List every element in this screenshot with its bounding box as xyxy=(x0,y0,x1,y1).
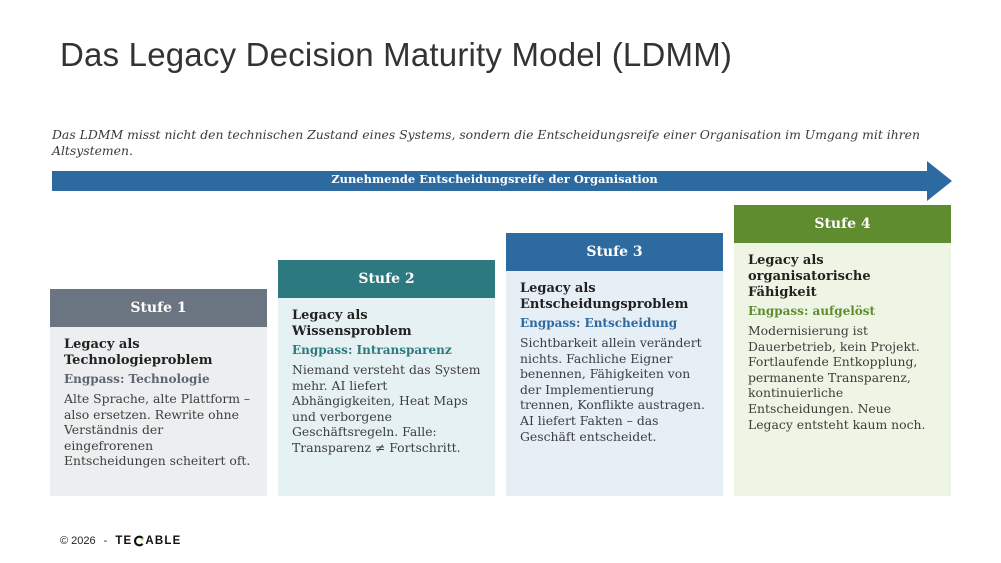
slide-title: Das Legacy Decision Maturity Model (LDMM… xyxy=(60,36,733,73)
stage-3-card: Stufe 3 Legacy als Entscheidungsproblem … xyxy=(506,233,723,496)
stage-2-bottleneck: Engpass: Intransparenz xyxy=(292,343,452,357)
stage-1-header: Stufe 1 xyxy=(50,289,267,327)
logo-text-left: TE xyxy=(115,535,133,547)
maturity-arrow xyxy=(52,161,952,201)
stage-2-title: Legacy als Wissensproblem xyxy=(292,308,412,339)
stage-4-title: Legacy als organisatorische Fähigkeit xyxy=(748,253,871,300)
stage-4-bottleneck: Engpass: aufgelöst xyxy=(748,304,876,318)
stage-4-card: Stufe 4 Legacy als organisatorische Fähi… xyxy=(734,205,951,496)
footer: © 2026 - TE ABLE xyxy=(60,535,182,547)
stage-3-bottleneck: Engpass: Entscheidung xyxy=(520,316,678,330)
slide-subtitle: Das LDMM misst nicht den technischen Zus… xyxy=(52,127,920,158)
maturity-arrow-shape xyxy=(52,161,952,201)
footer-separator: - xyxy=(103,535,108,547)
stage-1-description: Alte Sprache, alte Plattform – also erse… xyxy=(64,391,251,469)
maturity-arrow-label: Zunehmende Entscheidungsreife der Organi… xyxy=(331,172,658,186)
stage-3-body: Legacy als Entscheidungsproblem Engpass:… xyxy=(506,271,723,444)
logo-text-right: ABLE xyxy=(145,535,182,547)
stage-3-header: Stufe 3 xyxy=(506,233,723,271)
c-logo-icon xyxy=(133,535,144,547)
stage-1-bottleneck: Engpass: Technologie xyxy=(64,372,210,386)
stage-1-body: Legacy als Technologieproblem Engpass: T… xyxy=(50,327,267,469)
stage-1-title: Legacy als Technologieproblem xyxy=(64,337,213,368)
stage-2-card: Stufe 2 Legacy als Wissensproblem Engpas… xyxy=(278,260,495,496)
stage-4-description: Modernisierung ist Dauerbetrieb, kein Pr… xyxy=(748,323,926,432)
stage-2-header: Stufe 2 xyxy=(278,260,495,298)
stage-2-description: Niemand versteht das System mehr. AI lie… xyxy=(292,362,481,455)
stage-4-body: Legacy als organisatorische Fähigkeit En… xyxy=(734,243,951,432)
stage-2-body: Legacy als Wissensproblem Engpass: Intra… xyxy=(278,298,495,456)
stage-4-header: Stufe 4 xyxy=(734,205,951,243)
stage-1-card: Stufe 1 Legacy als Technologieproblem En… xyxy=(50,289,267,496)
copyright-text: © 2026 xyxy=(60,535,96,547)
company-logo: TE ABLE xyxy=(115,535,181,547)
stage-3-description: Sichtbarkeit allein verändert nichts. Fa… xyxy=(520,335,705,444)
stage-3-title: Legacy als Entscheidungsproblem xyxy=(520,281,689,312)
